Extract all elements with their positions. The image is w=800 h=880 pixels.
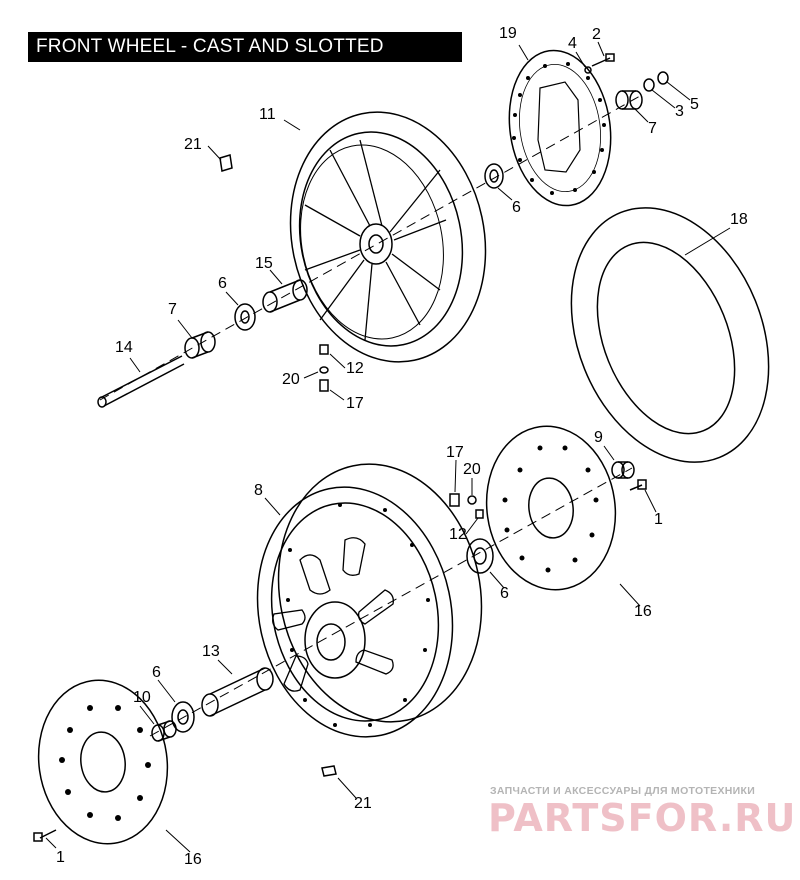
- spacer-13: [201, 667, 274, 717]
- slotted-wheel-8: [256, 463, 483, 738]
- washer-20-lower: [467, 495, 477, 505]
- bearing-6-lower-left: [171, 701, 195, 733]
- page-title: FRONT WHEEL - CAST AND SLOTTED: [36, 36, 384, 57]
- washer-3: [643, 78, 655, 92]
- screw-1-right: [629, 479, 647, 491]
- watermark-tagline: ЗАПЧАСТИ И АКСЕССУАРЫ ДЛЯ МОТОТЕХНИКИ: [490, 785, 756, 797]
- callout-12-upper: 12: [346, 360, 364, 377]
- callout-16-left: 16: [184, 851, 202, 868]
- callout-1-right: 1: [654, 511, 663, 528]
- cast-wheel-11: [289, 111, 487, 363]
- callout-14: 14: [115, 339, 133, 356]
- callout-21-upper: 21: [184, 136, 202, 153]
- bearing-6-left: [234, 303, 256, 331]
- callout-17-upper: 17: [346, 395, 364, 412]
- spacer-7-upper: [615, 90, 643, 110]
- weight-21-upper: [219, 154, 233, 172]
- spacer-10: [151, 720, 177, 742]
- title-bar: FRONT WHEEL - CAST AND SLOTTED: [28, 32, 462, 62]
- callout-6-left: 6: [218, 275, 227, 292]
- callout-2: 2: [592, 26, 601, 43]
- callout-11: 11: [259, 106, 276, 123]
- callout-16-right: 16: [634, 603, 652, 620]
- rotor-16-right: [485, 425, 617, 591]
- bearing-6-upper: [484, 163, 504, 189]
- callout-3: 3: [675, 103, 684, 120]
- spacer-9: [611, 461, 635, 479]
- callout-8: 8: [254, 482, 263, 499]
- washer-4: [584, 66, 592, 74]
- callout-1-left: 1: [56, 849, 65, 866]
- spacer-15: [262, 279, 308, 313]
- spacer-7-left: [184, 331, 216, 359]
- rotor-16-left: [37, 679, 169, 845]
- callout-4: 4: [568, 35, 577, 52]
- callout-21-lower: 21: [354, 795, 372, 812]
- rotor-19: [508, 49, 612, 207]
- fitting-12-upper: [319, 344, 329, 355]
- callout-18: 18: [730, 211, 748, 228]
- callout-6-upper: 6: [512, 199, 521, 216]
- callout-7-upper: 7: [648, 120, 657, 137]
- callout-12-lower: 12: [449, 526, 467, 543]
- screw-1-left: [33, 829, 57, 842]
- valve-17-upper: [319, 379, 329, 392]
- tire-18: [570, 207, 770, 463]
- washer-20-upper: [319, 366, 329, 374]
- callout-5: 5: [690, 96, 699, 113]
- weight-21-lower: [321, 765, 337, 777]
- watermark-brand: PARTSFOR.RU: [488, 796, 797, 840]
- bearing-6-lower-right: [466, 538, 494, 574]
- callout-15: 15: [255, 255, 273, 272]
- callout-19: 19: [499, 25, 517, 42]
- screw-2: [591, 53, 615, 67]
- callout-17-lower: 17: [446, 444, 464, 461]
- callout-7-left: 7: [168, 301, 177, 318]
- callout-10: 10: [133, 689, 151, 706]
- callout-20-upper: 20: [282, 371, 300, 388]
- nut-5: [657, 71, 669, 85]
- callout-6-lower-left: 6: [152, 664, 161, 681]
- callout-20-lower: 20: [463, 461, 481, 478]
- fitting-12-lower: [475, 509, 484, 519]
- callout-13: 13: [202, 643, 220, 660]
- axle-14: [97, 355, 185, 408]
- valve-17-lower: [449, 493, 460, 507]
- callout-9: 9: [594, 429, 603, 446]
- callout-6-lower-right: 6: [500, 585, 509, 602]
